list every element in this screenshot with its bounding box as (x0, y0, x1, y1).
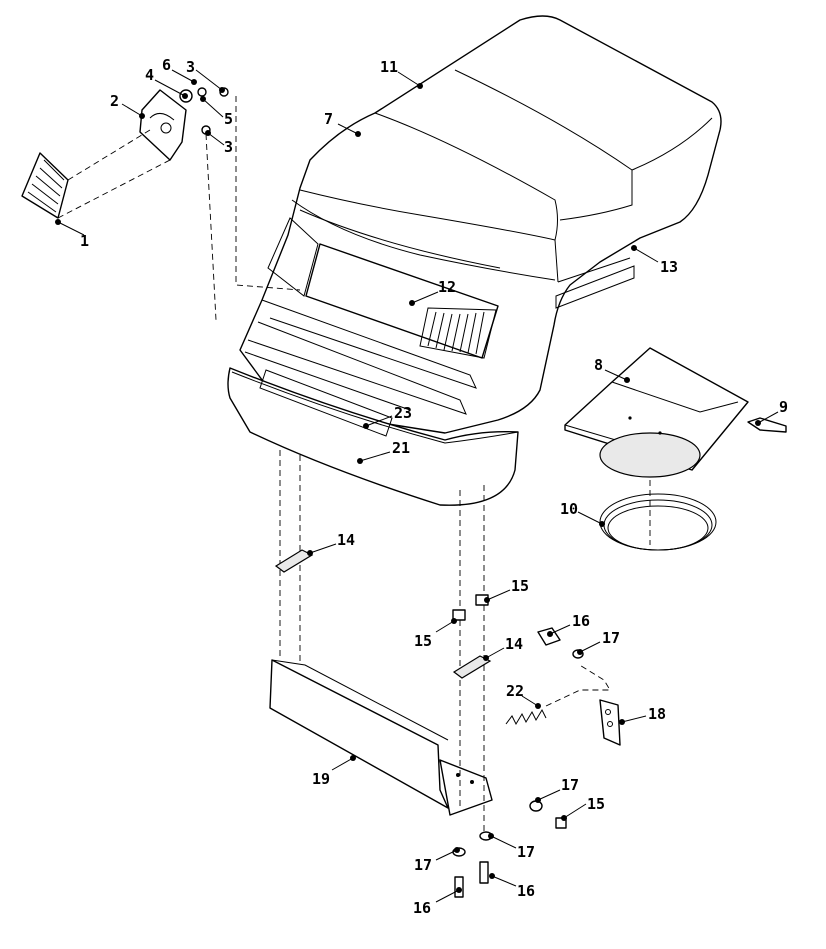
callout-label-15a: 15 (511, 577, 529, 595)
callout-label-17c: 17 (414, 856, 432, 874)
callout-label-17a: 17 (602, 629, 620, 647)
callout-label-9: 9 (779, 398, 788, 416)
lens-part-1 (21, 152, 69, 219)
pad-part-14-lower (452, 655, 492, 679)
grille-part-12 (267, 217, 499, 359)
callout-label-13: 13 (660, 258, 678, 276)
callout-label-16c: 16 (517, 882, 535, 900)
callout-label-12: 12 (438, 278, 456, 296)
callout-label-14a: 14 (337, 531, 355, 549)
callout-label-14b: 14 (505, 635, 523, 653)
shroud-part-8 (564, 347, 749, 478)
callout-label-16a: 16 (572, 612, 590, 630)
callout-label-1: 1 (80, 232, 89, 250)
callout-label-4: 4 (145, 66, 154, 84)
support-part-19 (269, 659, 493, 816)
callout-label-22: 22 (506, 682, 524, 700)
bracket-part-18 (599, 699, 621, 746)
callout-label-8: 8 (594, 356, 603, 374)
callout-label-15c: 15 (587, 795, 605, 813)
pad-part-14-upper (274, 549, 314, 573)
spring-part-22 (505, 708, 547, 726)
callout-label-11: 11 (380, 58, 398, 76)
hood-part-7 (239, 15, 722, 434)
callout-label-21: 21 (392, 439, 410, 457)
callout-label-16b: 16 (413, 899, 431, 917)
callout-label-15b: 15 (414, 632, 432, 650)
callout-label-23: 23 (394, 404, 412, 422)
callout-leaders (55, 69, 779, 903)
callout-labels: 1 2 3 3 4 5 6 7 8 9 10 11 12 13 14 14 15… (80, 56, 788, 917)
bumper-part-21 (227, 367, 519, 506)
callout-label-19: 19 (312, 770, 330, 788)
callout-label-6: 6 (162, 56, 171, 74)
bolt-part-9 (747, 417, 787, 433)
callout-label-10: 10 (560, 500, 578, 518)
callout-label-17b: 17 (561, 776, 579, 794)
callout-label-7: 7 (324, 110, 333, 128)
callout-label-17d: 17 (517, 843, 535, 861)
callout-label-2: 2 (110, 92, 119, 110)
callout-label-3b: 3 (224, 138, 233, 156)
callout-label-3a: 3 (186, 58, 195, 76)
seal-ring-part-10 (599, 493, 717, 551)
callout-label-5: 5 (224, 110, 233, 128)
callout-label-18: 18 (648, 705, 666, 723)
